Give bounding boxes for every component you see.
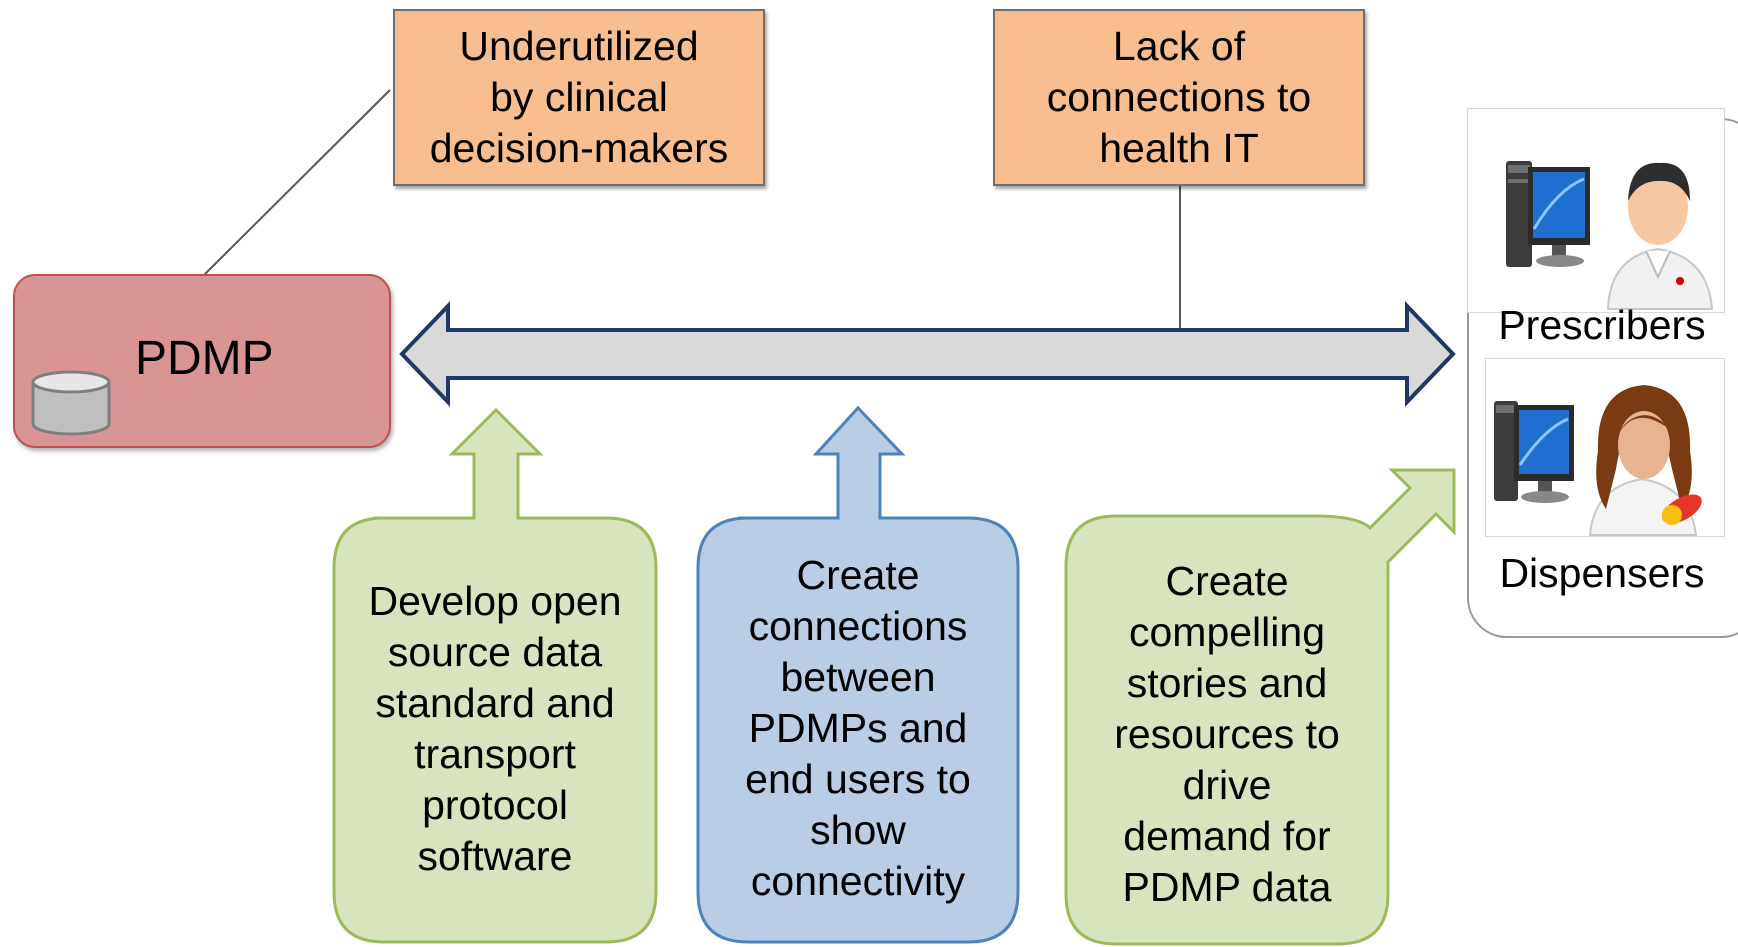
solution-connections-text: Create connections between PDMPs and end… xyxy=(745,552,971,904)
computer-icon xyxy=(1494,401,1574,503)
pdmp-label: PDMP xyxy=(135,332,274,385)
solution-stories-text: Create compelling stories and resources … xyxy=(1114,558,1340,910)
solution-box-stories-shape xyxy=(1064,468,1456,946)
prescribers-label: Prescribers xyxy=(1498,302,1706,348)
prescribers-card xyxy=(1467,108,1725,313)
problem-lack-of-connections-text: Lack of connections to health IT xyxy=(1046,23,1312,171)
connector-pdmp-to-underutilized xyxy=(204,89,391,275)
dispensers-illustration xyxy=(1494,385,1702,536)
male-doctor-icon xyxy=(1606,162,1714,310)
solution-standard-text: Develop open source data standard and tr… xyxy=(368,578,622,879)
female-pharmacist-icon xyxy=(1588,385,1702,536)
solution-box-connections-shape xyxy=(696,405,1020,944)
double-headed-arrow xyxy=(399,301,1456,407)
problem-underutilized-text: Underutilized by clinical decision-maker… xyxy=(429,23,729,171)
solution-box-standard-shape xyxy=(332,407,658,944)
dispensers-label: Dispensers xyxy=(1499,550,1705,596)
computer-icon xyxy=(1506,161,1590,267)
problem-underutilized: Underutilized by clinical decision-maker… xyxy=(393,9,765,186)
prescribers-illustration xyxy=(1506,161,1714,310)
problem-lack-of-connections: Lack of connections to health IT xyxy=(993,9,1365,186)
dispensers-card xyxy=(1485,358,1725,537)
pdmp-box: PDMP xyxy=(13,274,391,448)
database-cylinder-icon xyxy=(31,370,111,436)
